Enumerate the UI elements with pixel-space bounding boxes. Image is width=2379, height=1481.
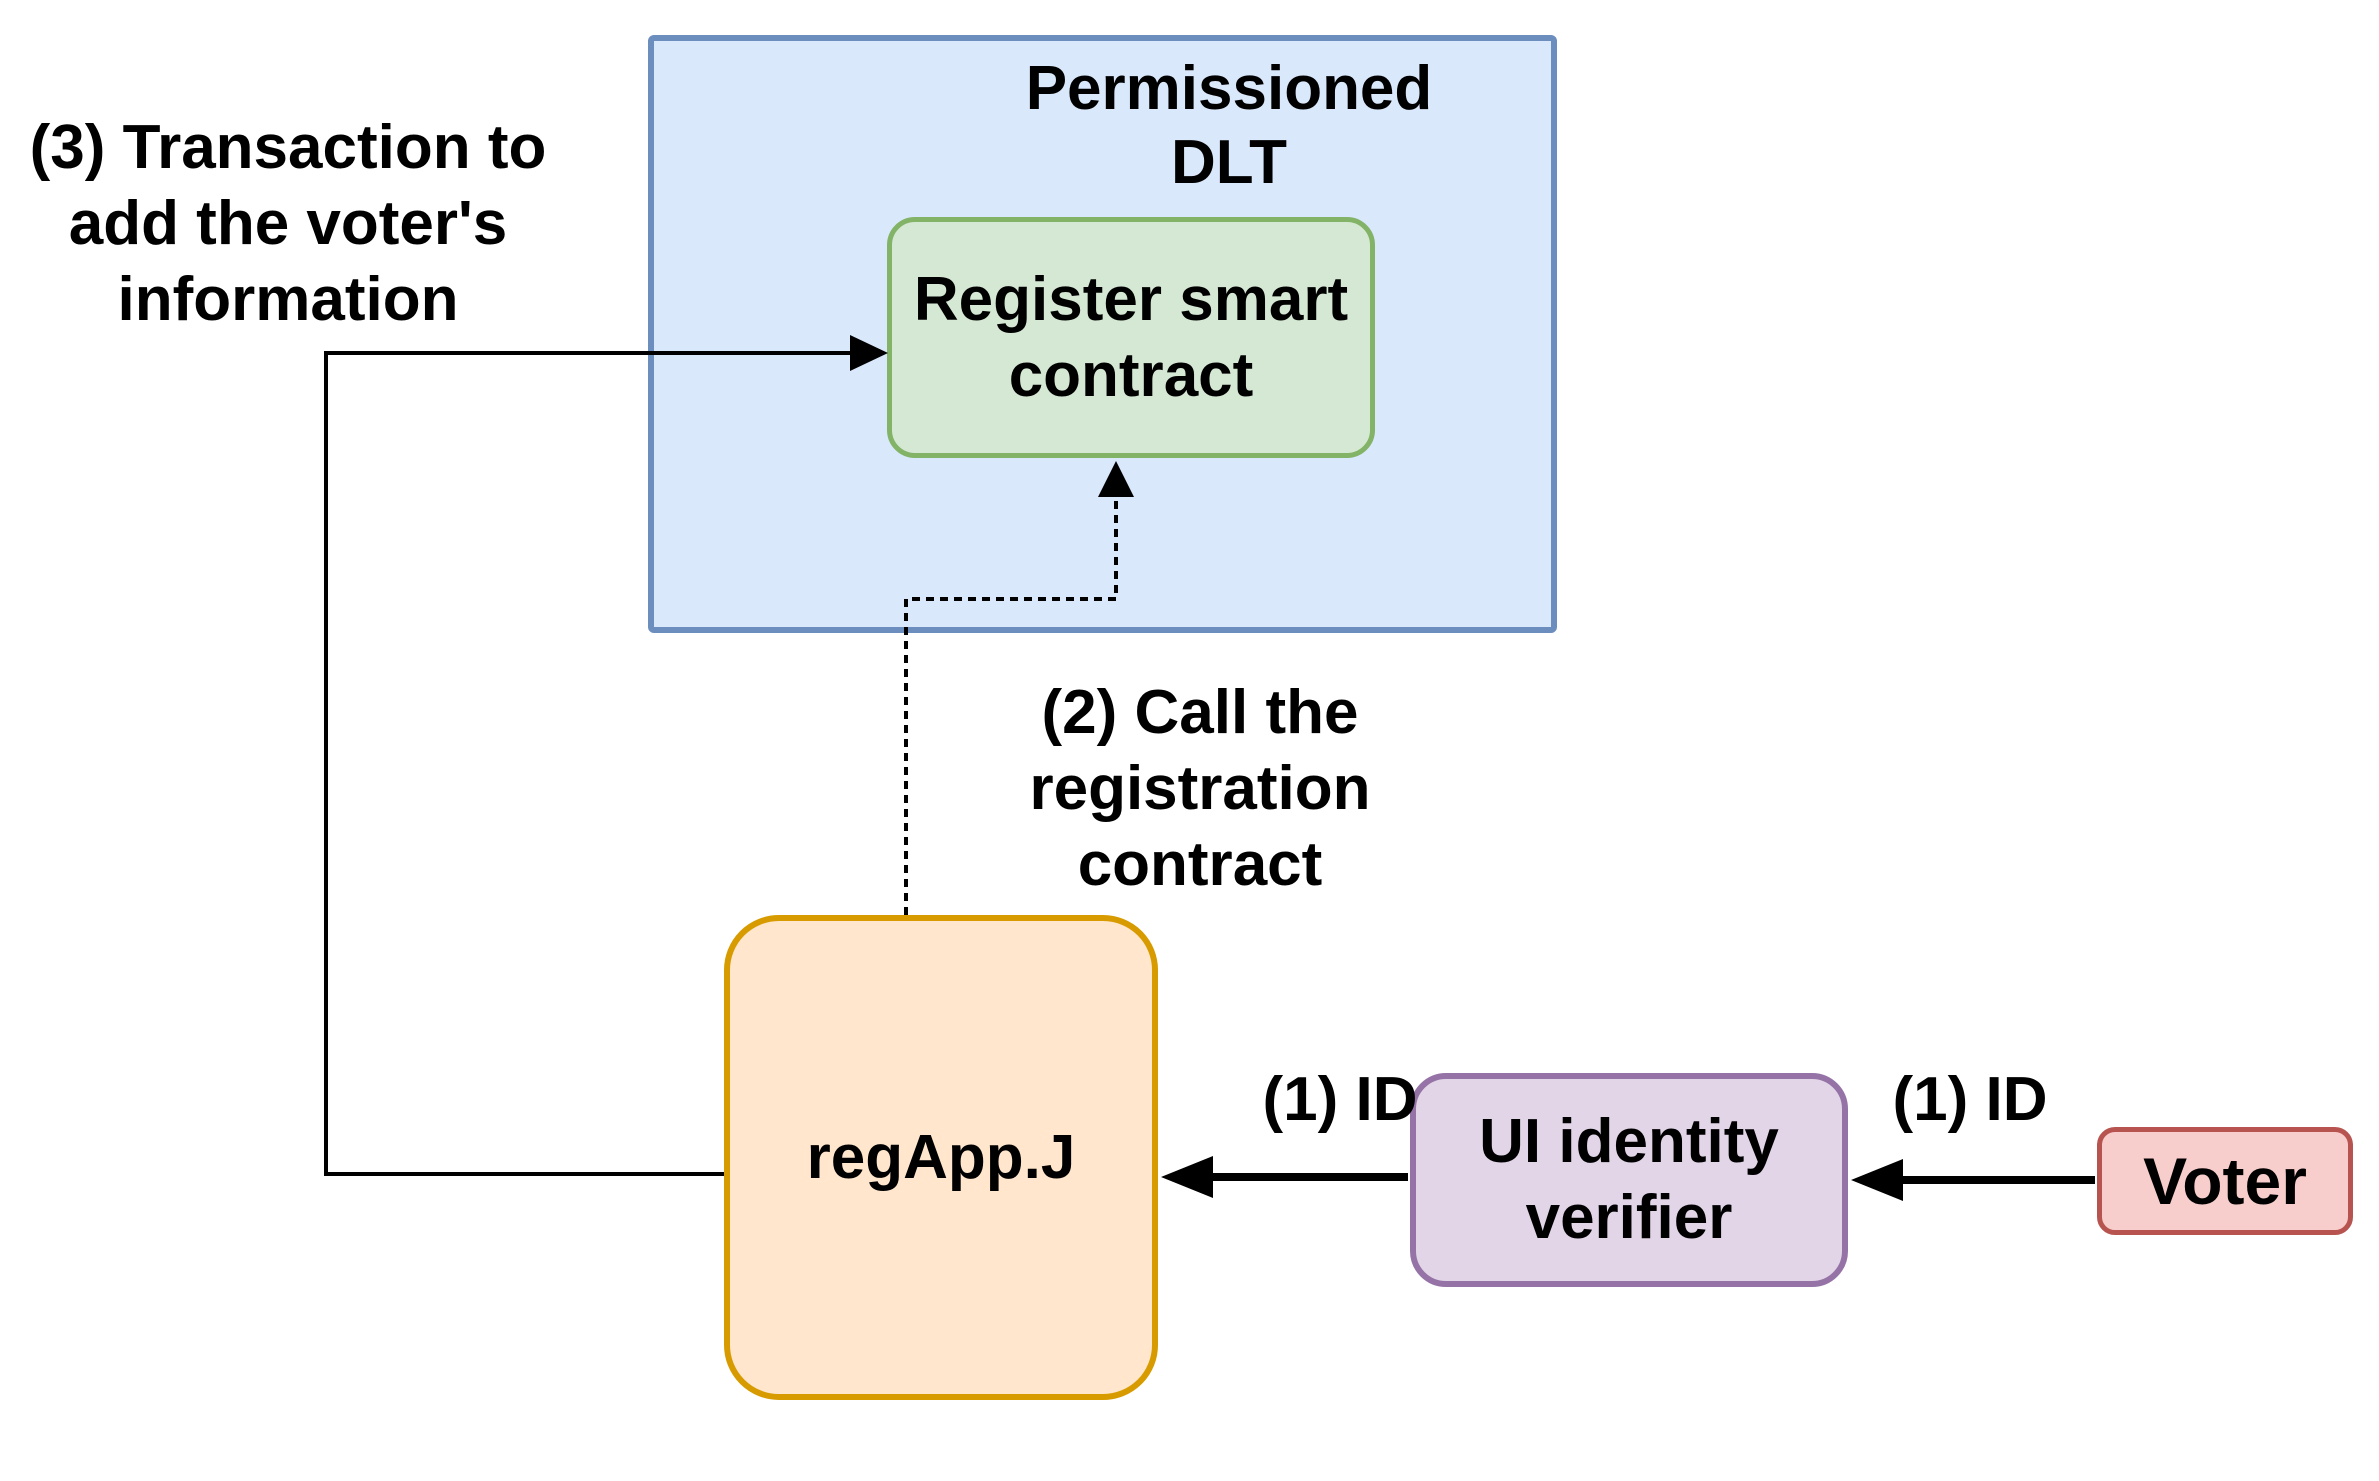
step2-annotation: (2) Call the registration contract xyxy=(1029,678,1371,899)
step1-id-label-left: (1) ID xyxy=(1262,1065,1418,1134)
voter-node: Voter xyxy=(2097,1127,2353,1235)
step1-arrowhead-verifier-icon xyxy=(1851,1159,1903,1201)
regapp-node: regApp.J xyxy=(724,915,1158,1400)
step3-annotation: (3) Transaction to add the voter's infor… xyxy=(29,113,547,334)
step1-arrowhead-regapp-icon xyxy=(1161,1156,1213,1198)
voter-label: Voter xyxy=(2143,1144,2307,1218)
register-smart-contract-node: Register smart contract xyxy=(887,217,1375,458)
regapp-label: regApp.J xyxy=(806,1122,1076,1192)
ui-identity-verifier-label: UI identity verifier xyxy=(1479,1107,1779,1252)
register-smart-contract-label: Register smart contract xyxy=(913,264,1349,410)
permissioned-dlt-label: Permissioned DLT xyxy=(1025,54,1433,197)
step1-id-label-right: (1) ID xyxy=(1892,1065,2048,1134)
ui-identity-verifier-node: UI identity verifier xyxy=(1410,1073,1848,1287)
